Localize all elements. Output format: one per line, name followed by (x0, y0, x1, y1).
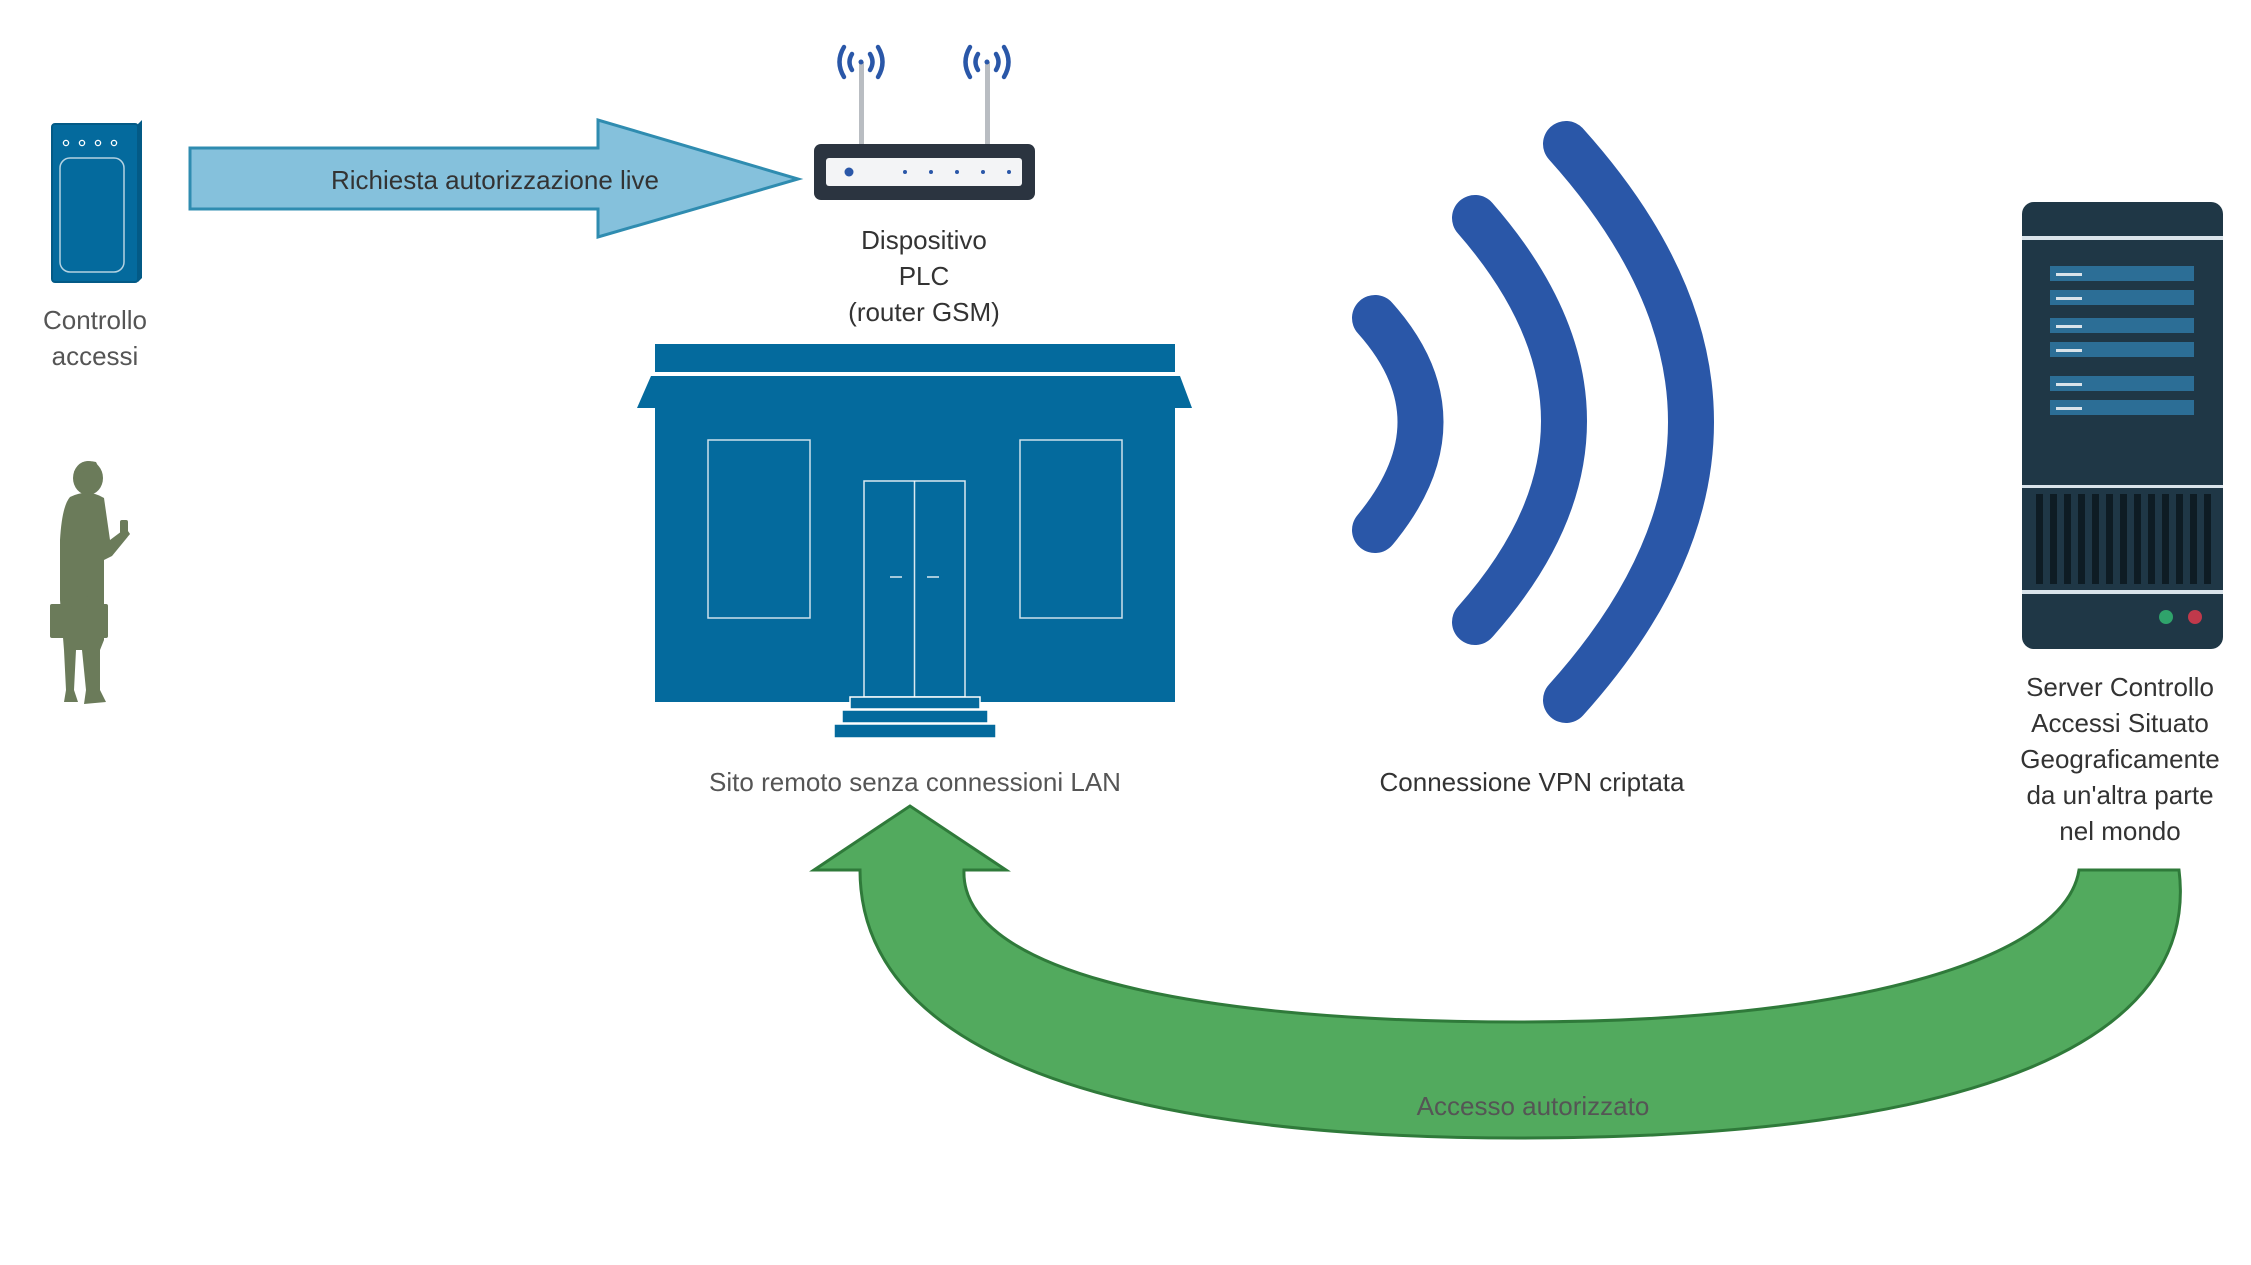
plc-router-icon (814, 62, 1035, 200)
remote-site-building (637, 344, 1192, 739)
remote-site-label: Sito remoto senza connessioni LAN (709, 767, 1121, 797)
return-arrow (809, 804, 2182, 1140)
vpn-signal-icon (1352, 121, 1714, 723)
vpn-label: Connessione VPN criptata (1380, 767, 1685, 797)
request-arrow-label: Richiesta autorizzazione live (331, 165, 659, 195)
person-silhouette (50, 461, 130, 704)
server-tower-icon (2022, 202, 2223, 649)
return-arrow-label: Accesso autorizzato (1417, 1091, 1650, 1121)
request-arrow (188, 117, 804, 239)
wifi-signal-icon (837, 44, 1011, 80)
access-control-panel (51, 120, 142, 283)
